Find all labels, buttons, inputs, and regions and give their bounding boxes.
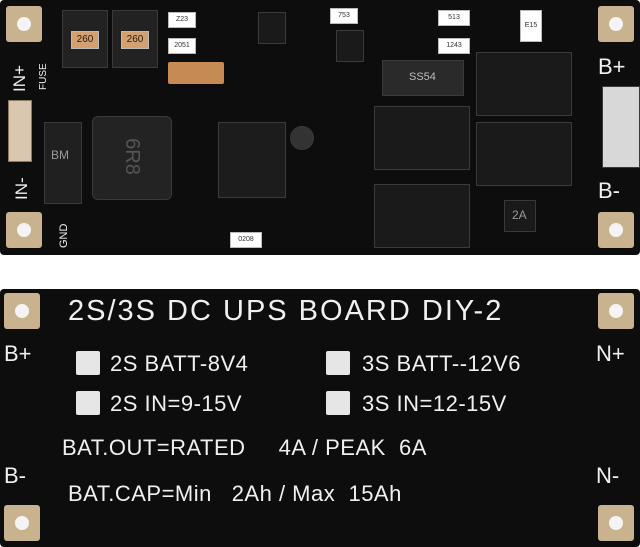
spec-output-rating: BAT.OUT=RATED 4A / PEAK 6A (62, 435, 427, 460)
transistor-2a-2 (336, 30, 364, 62)
label-b-minus: B- (598, 178, 620, 203)
mounting-pad-bottom-board-top-right (598, 293, 634, 329)
top-pcb-board: IN+ FUSE IN- GND B+ B- BM 260 260 Z23 20… (0, 0, 640, 255)
mosfet-2 (476, 122, 572, 186)
transistor-2a-3: 2A (504, 200, 536, 232)
transistor-2a-3-mark: 2A (512, 208, 527, 222)
smd-513: 513 (438, 10, 470, 26)
transistor-2a-1 (258, 12, 286, 44)
label-n-plus: N+ (596, 341, 625, 366)
mounting-pad-bottom-left (6, 212, 42, 248)
board-title: 2S/3S DC UPS BOARD DIY-2 (68, 295, 504, 327)
smd-2051: 2051 (168, 38, 196, 54)
smd-e15: E15 (520, 10, 542, 42)
label-fuse: FUSE (38, 63, 49, 90)
option-label-2s-batt: 2S BATT-8V4 (110, 351, 249, 376)
option-checkbox-2s-in (76, 391, 100, 415)
diode-bm-left (44, 122, 82, 204)
power-resistor-2-mark: 260 (121, 31, 149, 49)
option-checkbox-2s-batt (76, 351, 100, 375)
diode-bm-left-mark: BM (51, 148, 69, 162)
inductor-6r8-mark: 6R8 (120, 138, 143, 175)
bottom-pcb-board: 2S/3S DC UPS BOARD DIY-2 B+ B- N+ N- 2S … (0, 289, 640, 547)
controller-ic (218, 122, 286, 198)
mosfet-3 (374, 106, 470, 170)
electrolytic-capacitor (290, 126, 314, 150)
mounting-pad-bottom-board-bottom-right (598, 505, 634, 541)
power-resistor-1: 260 (62, 10, 108, 68)
inductor-6r8: 6R8 (92, 116, 172, 200)
option-checkbox-3s-batt (326, 351, 350, 375)
label-b-plus: B+ (598, 54, 626, 79)
mosfet-4 (374, 184, 470, 248)
smd-z23: Z23 (168, 12, 196, 28)
diode-ss54: SS54 (382, 60, 464, 96)
diode-bm-right (602, 86, 640, 168)
fuse-component (8, 100, 32, 162)
option-label-2s-in: 2S IN=9-15V (110, 391, 243, 416)
power-resistor-2: 260 (112, 10, 158, 68)
mosfet-1 (476, 52, 572, 116)
label-gnd: GND (58, 223, 70, 248)
mounting-pad-top-left (6, 6, 42, 42)
mounting-pad-top-right (598, 6, 634, 42)
label-n-minus: N- (596, 463, 620, 488)
mounting-pad-bottom-board-bottom-left (4, 505, 40, 541)
smd-753: 753 (330, 8, 358, 24)
label-bottom-b-plus: B+ (4, 341, 32, 366)
mounting-pad-bottom-right (598, 212, 634, 248)
smd-1243: 1243 (438, 38, 470, 54)
option-label-3s-batt: 3S BATT--12V6 (362, 351, 521, 376)
label-bottom-b-minus: B- (4, 463, 26, 488)
diode-ss54-mark: SS54 (409, 71, 436, 83)
smd-0208: 0208 (230, 232, 262, 248)
label-in-plus: IN+ (10, 65, 29, 92)
power-resistor-1-mark: 260 (71, 31, 99, 49)
spec-battery-capacity: BAT.CAP=Min 2Ah / Max 15Ah (68, 481, 402, 506)
label-in-minus: IN- (12, 177, 31, 200)
ceramic-capacitor-1 (168, 62, 224, 84)
mounting-pad-bottom-board-top-left (4, 293, 40, 329)
option-checkbox-3s-in (326, 391, 350, 415)
option-label-3s-in: 3S IN=12-15V (362, 391, 507, 416)
